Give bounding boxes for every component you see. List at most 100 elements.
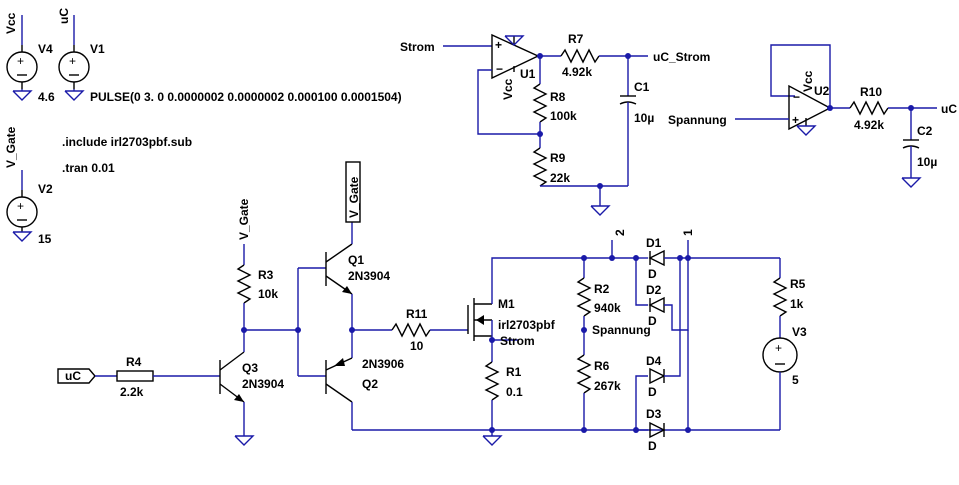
d3-model: D [648, 439, 657, 453]
voltage-buffer-amplifier: − + U2 Vcc Spannung R10 4.92k uC C2 10µ [668, 44, 957, 188]
d2-model: D [648, 314, 657, 328]
u1-supply-label: Vcc [501, 78, 515, 100]
r2-value: 940k [594, 301, 621, 315]
c1-name: C1 [634, 80, 650, 94]
gate-driver: uC R4 2.2k Q3 2N3904 V_Gate R3 10k [57, 161, 468, 446]
r4-value: 2.2k [120, 385, 144, 399]
resistor-r4[interactable] [116, 370, 154, 382]
tran-directive[interactable]: .tran 0.01 [62, 161, 115, 175]
ground-icon [12, 231, 32, 242]
r4-name: R4 [126, 355, 142, 369]
junction-dot [609, 255, 615, 261]
ground-icon [796, 125, 816, 136]
r8-value: 100k [550, 109, 577, 123]
v2-value: 15 [38, 232, 52, 246]
m1-name: M1 [498, 297, 515, 311]
ground-icon [482, 435, 502, 446]
resistor-r11[interactable] [391, 322, 431, 338]
r1-value: 0.1 [506, 385, 523, 399]
d1-name: D1 [646, 236, 662, 250]
junction-dot [581, 427, 587, 433]
uc-net-label-left: uC [65, 369, 81, 383]
node-2-label: 2 [613, 229, 627, 236]
spannung-net-label-div: Spannung [592, 323, 651, 337]
diode-d4[interactable] [649, 367, 666, 385]
d4-name: D4 [646, 354, 662, 368]
uc-net-label-right: uC [941, 102, 957, 116]
resistor-r7[interactable] [560, 48, 600, 64]
diode-d3[interactable] [649, 421, 666, 439]
u1-plus-icon: + [495, 38, 502, 52]
v2-plus-icon: + [17, 199, 24, 213]
q1-model: 2N3904 [348, 269, 390, 283]
q2-name: Q2 [362, 377, 378, 391]
diode-d1[interactable] [648, 249, 665, 267]
junction-dot [633, 427, 639, 433]
power-stage: M1 irl2703pbf Strom R1 0.1 [467, 257, 584, 446]
u1-minus-icon: − [496, 62, 503, 76]
junction-dot [581, 327, 587, 333]
u2-minus-icon: − [793, 90, 800, 104]
r3-net-label: V_Gate [237, 198, 251, 240]
uc-input-flag[interactable] [57, 368, 96, 384]
r7-name: R7 [568, 32, 584, 46]
r10-value: 4.92k [854, 118, 884, 132]
resistor-r9[interactable] [532, 147, 548, 187]
diode-bridge: 2 1 D1 D D2 D D4 D D3 D [609, 229, 780, 453]
r7-value: 4.92k [562, 65, 592, 79]
q3-name: Q3 [242, 361, 258, 375]
junction-dot [827, 105, 833, 111]
resistor-r8[interactable] [532, 83, 548, 123]
q1-net-label: V_Gate [347, 176, 361, 218]
strom-net-label-m1: Strom [500, 334, 535, 348]
r11-value: 10 [410, 339, 424, 353]
d3-name: D3 [646, 407, 662, 421]
uc-strom-net-label: uC_Strom [653, 50, 710, 64]
r10-name: R10 [860, 85, 882, 99]
voltage-source-v1[interactable]: + uC V1 PULSE(0 3. 0 0.0000002 0.0000002… [57, 8, 402, 104]
ground-icon [590, 205, 610, 216]
v1-plus-icon: + [69, 54, 76, 68]
r9-name: R9 [550, 151, 566, 165]
r9-value: 22k [550, 171, 570, 185]
junction-dot [489, 337, 495, 343]
current-sense-amplifier: Strom + − U1 Vcc R7 4.92k uC_Strom C1 10… [400, 32, 710, 216]
c2-value: 10µ [917, 155, 937, 169]
v-gate-flag[interactable] [345, 161, 361, 223]
ground-icon [12, 90, 32, 101]
resistor-r6[interactable] [576, 354, 592, 394]
u2-supply-label: Vcc [801, 70, 815, 92]
r5-value: 1k [790, 297, 804, 311]
voltage-source-v4[interactable]: + Vcc V4 4.6 [4, 12, 55, 104]
d2-name: D2 [646, 283, 662, 297]
v1-name: V1 [90, 42, 105, 56]
r3-name: R3 [258, 268, 274, 282]
u2-name: U2 [814, 84, 830, 98]
r2-name: R2 [594, 282, 610, 296]
v2-name: V2 [38, 182, 53, 196]
resistor-r5[interactable] [772, 277, 788, 317]
q2-model: 2N3906 [362, 357, 404, 371]
diode-d2[interactable] [648, 296, 665, 314]
ground-icon [64, 90, 84, 101]
r3-value: 10k [258, 287, 278, 301]
resistor-r2[interactable] [576, 277, 592, 317]
resistor-r3[interactable] [236, 264, 252, 304]
ground-icon [234, 435, 254, 446]
strom-net-label: Strom [400, 40, 435, 54]
v2-net-label: V_Gate [4, 126, 18, 168]
r1-name: R1 [506, 365, 522, 379]
r5-name: R5 [790, 277, 806, 291]
voltage-source-v2[interactable]: + V_Gate V2 15 [4, 126, 53, 246]
q1-name: Q1 [348, 253, 364, 267]
include-directive[interactable]: .include irl2703pbf.sub [62, 135, 192, 149]
opamp-u1[interactable] [491, 33, 540, 80]
v3-value: 5 [792, 373, 799, 387]
opamp-u2[interactable] [788, 84, 832, 131]
resistor-r1[interactable] [484, 361, 500, 401]
u2-plus-icon: + [792, 113, 799, 127]
d1-model: D [648, 267, 657, 281]
resistor-r10[interactable] [849, 100, 889, 116]
v4-net-label: Vcc [4, 12, 18, 34]
